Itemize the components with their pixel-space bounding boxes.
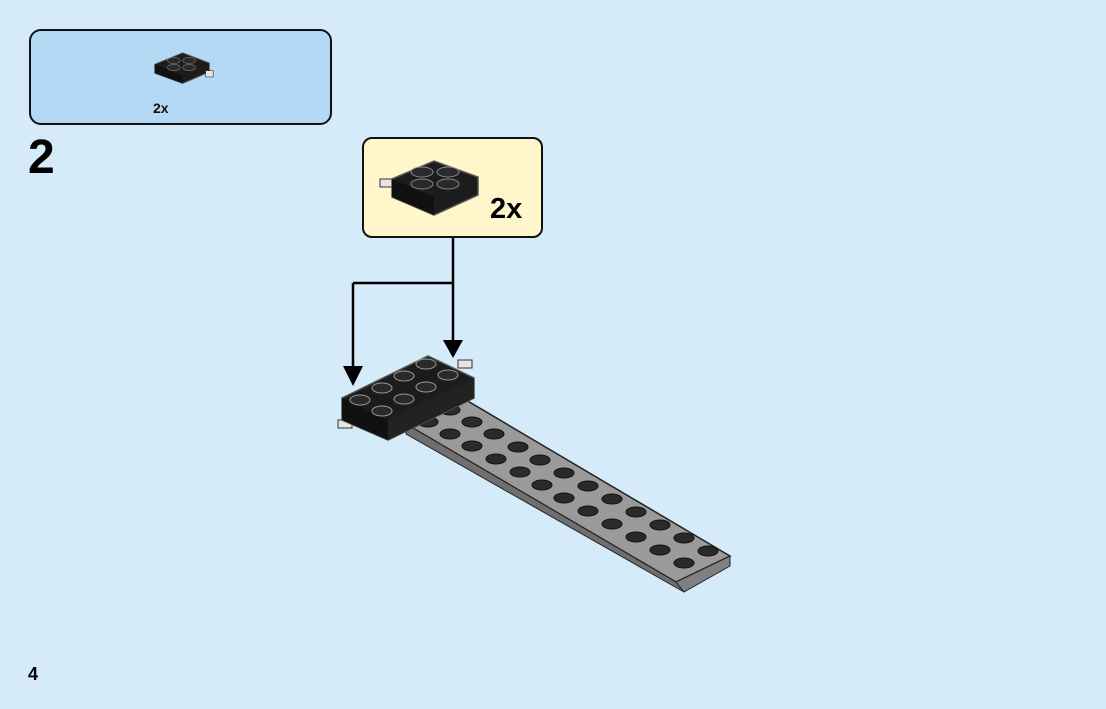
- black-plate-2x2-with-pin-icon: [154, 52, 214, 84]
- assembly-arrows: [343, 238, 463, 386]
- parts-quantity: 2x: [153, 100, 169, 116]
- step-number: 2: [28, 131, 55, 184]
- callout-box: 2x: [362, 137, 543, 238]
- black-plates: [337, 355, 475, 441]
- page-number: 4: [28, 664, 39, 684]
- callout-quantity: 2x: [490, 193, 523, 225]
- black-plate-2x2-with-pin-icon: [379, 160, 479, 216]
- gray-plate: [404, 399, 732, 593]
- parts-list-box: 2x: [29, 29, 332, 125]
